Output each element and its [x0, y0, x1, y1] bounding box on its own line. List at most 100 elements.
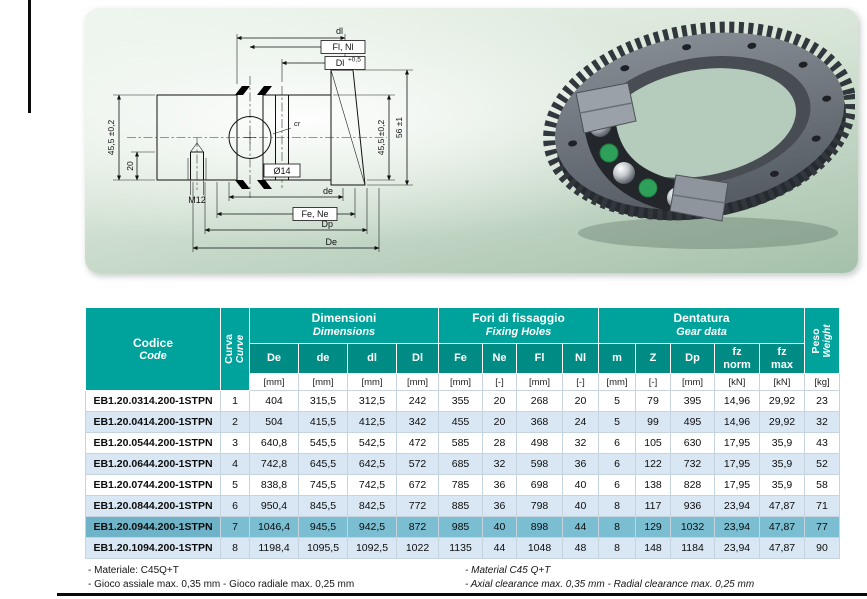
value-cell: 950,4: [249, 495, 299, 517]
table-row: EB1.20.0544.200-1STPN 3 640,8 545,5 542,…: [85, 432, 840, 454]
curve-cell: 4: [220, 453, 250, 475]
value-cell: 685: [438, 453, 483, 475]
technical-drawing: dl Fl, Nl Dl +0,5 45,5 ±0,2 56 ±1: [106, 26, 413, 252]
value-cell: 23: [804, 390, 840, 412]
value-cell: 47,87: [759, 516, 805, 538]
code-cell: EB1.20.0414.200-1STPN: [85, 411, 221, 433]
value-cell: 630: [670, 432, 715, 454]
value-cell: 6: [598, 432, 636, 454]
value-cell: 29,92: [759, 390, 805, 412]
table-row: EB1.20.0414.200-1STPN 2 504 415,5 412,5 …: [85, 411, 840, 433]
value-cell: 14,96: [714, 411, 760, 433]
value-cell: 415,5: [298, 411, 348, 433]
dim-label-left-height: 45,5 ±0,2: [106, 120, 116, 156]
curve-cell: 6: [220, 495, 250, 517]
code-cell: EB1.20.0314.200-1STPN: [85, 390, 221, 412]
value-cell: 828: [670, 474, 715, 496]
value-cell: 495: [670, 411, 715, 433]
value-cell: 838,8: [249, 474, 299, 496]
value-cell: 1135: [438, 537, 483, 559]
column-header-fz-max: fz max: [759, 343, 805, 374]
value-cell: 6: [598, 474, 636, 496]
column-header-Z: Z: [635, 343, 671, 374]
note-clearance-en: - Axial clearance max. 0,35 mm - Radial …: [465, 579, 755, 590]
value-cell: 20: [482, 390, 517, 412]
unit-cell: [mm]: [396, 373, 439, 391]
value-cell: 242: [396, 390, 439, 412]
group-header-fixing-holes: Fori di fissaggio Fixing Holes: [438, 307, 599, 344]
value-cell: 640,8: [249, 432, 299, 454]
dimension-annotations: dl Fl, Nl Dl +0,5 45,5 ±0,2 56 ±1: [106, 26, 413, 252]
value-cell: 472: [396, 432, 439, 454]
dim-label-fe-ne: Fe, Ne: [301, 209, 328, 219]
curve-cell: 2: [220, 411, 250, 433]
cutaway-section: [575, 82, 729, 222]
value-cell: 17,95: [714, 453, 760, 475]
value-cell: 542,5: [347, 432, 397, 454]
value-cell: 1198,4: [249, 537, 299, 559]
value-cell: 1022: [396, 537, 439, 559]
unit-cell: [-]: [562, 373, 599, 391]
footnotes-italian: - Materiale: C45Q+T - Gioco assiale max.…: [88, 564, 354, 592]
peso-label-it: Peso: [810, 327, 823, 354]
value-cell: 122: [635, 453, 671, 475]
column-header-peso: Peso Weight: [804, 307, 840, 374]
product-table: Codice Code Curva Curve Dimensioni Dimen…: [85, 307, 840, 559]
code-cell: EB1.20.0644.200-1STPN: [85, 453, 221, 475]
value-cell: 24: [562, 411, 599, 433]
dim-label-cr: cr: [294, 119, 301, 128]
value-cell: 90: [804, 537, 840, 559]
value-cell: 798: [516, 495, 563, 517]
value-cell: 1092,5: [347, 537, 397, 559]
unit-cell: [mm]: [598, 373, 636, 391]
value-cell: 105: [635, 432, 671, 454]
value-cell: 20: [562, 390, 599, 412]
value-cell: 672: [396, 474, 439, 496]
peso-label-en: Weight: [822, 323, 834, 358]
value-cell: 404: [249, 390, 299, 412]
value-cell: 35,9: [759, 474, 805, 496]
column-header-Dp: Dp: [670, 343, 715, 374]
value-cell: 412,5: [347, 411, 397, 433]
bearing-photo: [543, 21, 855, 249]
code-cell: EB1.20.0844.200-1STPN: [85, 495, 221, 517]
column-header-codice: Codice Code: [85, 307, 221, 391]
value-cell: 985: [438, 516, 483, 538]
value-cell: 48: [562, 537, 599, 559]
value-cell: 1184: [670, 537, 715, 559]
value-cell: 898: [516, 516, 563, 538]
dim-label-fl-nl: Fl, Nl: [333, 42, 354, 52]
curva-label-en: Curve: [235, 334, 247, 364]
page-edge-mark: [28, 0, 31, 113]
dim-label-o14: Ø14: [273, 166, 290, 176]
unit-cell: [mm]: [298, 373, 348, 391]
value-cell: 23,94: [714, 537, 760, 559]
value-cell: 1032: [670, 516, 715, 538]
value-cell: 1095,5: [298, 537, 348, 559]
value-cell: 29,92: [759, 411, 805, 433]
bottom-rule: [57, 593, 867, 596]
value-cell: 17,95: [714, 474, 760, 496]
column-header-Nl: Nl: [562, 343, 599, 374]
value-cell: 8: [598, 495, 636, 517]
group-header-dimensions: Dimensioni Dimensions: [249, 307, 439, 344]
value-cell: 268: [516, 390, 563, 412]
dim-label-m12: M12: [188, 195, 206, 205]
curve-cell: 8: [220, 537, 250, 559]
value-cell: 52: [804, 453, 840, 475]
value-cell: 732: [670, 453, 715, 475]
code-cell: EB1.20.0544.200-1STPN: [85, 432, 221, 454]
value-cell: 645,5: [298, 453, 348, 475]
column-header-Dl: Dl: [396, 343, 439, 374]
group-header-gear-data: Dentatura Gear data: [598, 307, 805, 344]
value-cell: 698: [516, 474, 563, 496]
value-cell: 129: [635, 516, 671, 538]
value-cell: 395: [670, 390, 715, 412]
table-row: EB1.20.0944.200-1STPN 7 1046,4 945,5 942…: [85, 516, 840, 538]
value-cell: 1046,4: [249, 516, 299, 538]
value-cell: 36: [562, 453, 599, 475]
value-cell: 6: [598, 453, 636, 475]
dim-label-De: De: [325, 237, 337, 247]
curva-label-it: Curva: [223, 334, 236, 364]
value-cell: 545,5: [298, 432, 348, 454]
